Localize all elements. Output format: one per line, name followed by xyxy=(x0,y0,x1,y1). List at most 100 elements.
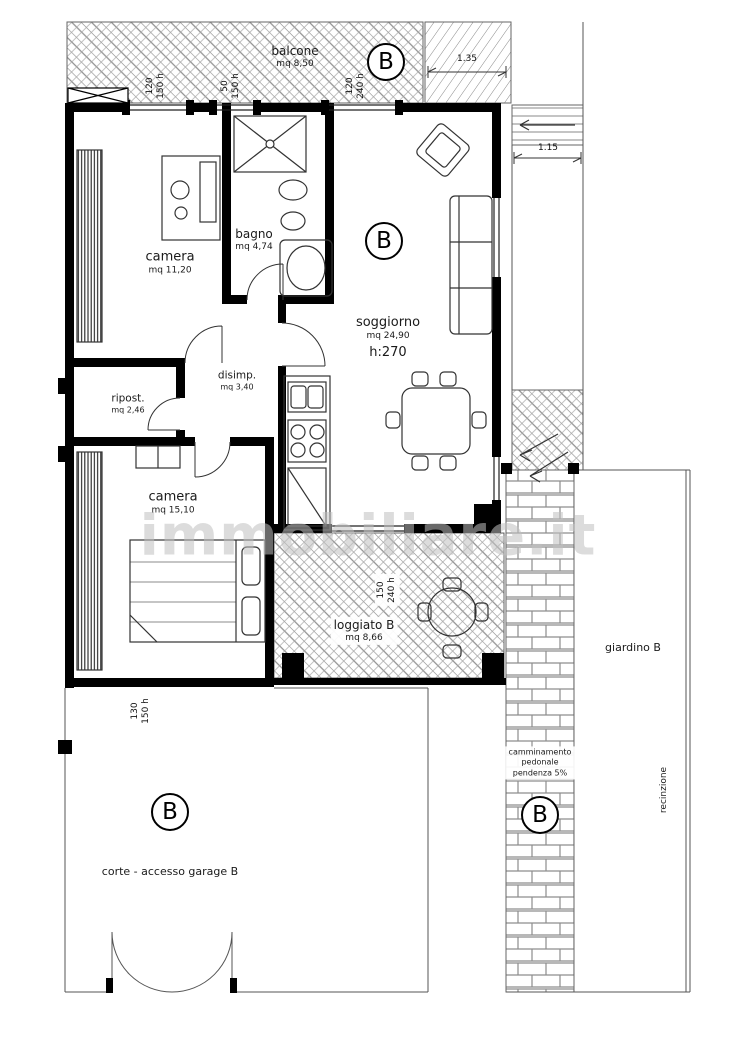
bathtub xyxy=(279,239,333,297)
window-jamb xyxy=(321,100,329,115)
giardino-name: giardino B xyxy=(605,641,661,655)
room-label-camminamento: camminamento pedonale pendenza 5% xyxy=(505,746,575,780)
windows xyxy=(130,104,500,532)
dim-stair-width: 1.15 xyxy=(537,143,559,153)
bed xyxy=(129,539,266,643)
room-label-disimp: disimp. mq 3,40 xyxy=(218,369,256,392)
dining-table xyxy=(385,371,487,471)
dim-bagno-window: 50 150 h xyxy=(220,73,243,99)
dim-camera2-window: 130 150 h xyxy=(130,698,153,724)
loggiato-name: loggiato B xyxy=(333,617,395,632)
room-label-corte: corte - accesso garage B xyxy=(102,865,238,879)
pillar xyxy=(58,446,74,462)
sink xyxy=(278,179,308,201)
pillar xyxy=(501,463,512,474)
door-balcone xyxy=(329,104,395,111)
room-label-soggiorno: soggiorno mq 24,90 h:270 xyxy=(356,315,420,361)
door-camera1 xyxy=(184,325,223,364)
stair-hatch-top xyxy=(424,21,512,104)
pillar xyxy=(58,740,72,754)
loggiato-table xyxy=(417,577,489,659)
dim-line-135 xyxy=(427,66,507,78)
room-label-giardino: giardino B xyxy=(605,641,661,655)
room-label-ripost: ripost. mq 2,46 xyxy=(111,392,144,415)
dim-height: 240 h xyxy=(387,577,397,603)
dim-balcone-door: 120 240 h xyxy=(345,73,368,99)
soggiorno-area: mq 24,90 xyxy=(366,331,410,342)
window-bagno xyxy=(217,104,253,111)
camera2-name: camera xyxy=(148,489,198,505)
sofa xyxy=(449,195,493,335)
soggiorno-height: h:270 xyxy=(369,344,407,360)
window-jamb xyxy=(209,100,217,115)
door-soggiorno xyxy=(281,322,326,367)
window-jamb xyxy=(395,100,403,115)
unit-marker-camminamento: B xyxy=(521,796,559,834)
window-jamb xyxy=(186,100,194,115)
label-recinzione: recinzione xyxy=(659,766,669,814)
door-bagno xyxy=(246,263,284,301)
dim-width: 120 xyxy=(144,77,155,95)
kitchen-block xyxy=(283,375,331,531)
shaft-box xyxy=(67,87,129,104)
dim-width: 50 xyxy=(219,80,230,92)
window-jamb xyxy=(122,100,130,115)
wardrobe-camera2 xyxy=(76,451,103,671)
window-soggiorno xyxy=(493,198,500,277)
door-giardino xyxy=(493,457,500,500)
entry-arrow-1 xyxy=(519,433,559,462)
corte-name: corte - accesso garage B xyxy=(101,865,239,879)
room-label-bagno: bagno mq 4,74 xyxy=(235,227,273,253)
camminamento-line3: pendenza 5% xyxy=(512,768,568,778)
pillar xyxy=(282,653,304,678)
dim-stair-length: 1.35 xyxy=(456,54,478,64)
pillar xyxy=(474,504,501,533)
camminamento-paving xyxy=(505,469,575,993)
desk-camera1 xyxy=(161,155,221,241)
dim-loggiato-door: 150 240 h xyxy=(374,574,400,606)
pillar xyxy=(568,463,579,474)
bidet xyxy=(280,211,306,231)
furniture xyxy=(67,87,493,671)
direction-arrows xyxy=(519,119,575,483)
balcone-name: balcone xyxy=(271,43,319,58)
room-label-loggiato: loggiato B mq 8,66 xyxy=(330,616,398,646)
ripost-area: mq 2,46 xyxy=(111,405,145,415)
bagno-name: bagno xyxy=(235,226,273,241)
balcone-area: mq 8,50 xyxy=(276,58,314,69)
camminamento-line2: pedonale xyxy=(521,757,559,767)
room-label-camera1: camera mq 11,20 xyxy=(145,249,194,277)
dim-height: 150 h xyxy=(156,73,166,99)
fence-right-double xyxy=(685,470,691,992)
pillar xyxy=(482,653,504,678)
door-ripost xyxy=(147,397,181,431)
window-camera1 xyxy=(130,104,186,111)
dresser-camera2 xyxy=(135,445,181,469)
armchair xyxy=(416,123,470,177)
room-label-camera2: camera mq 15,10 xyxy=(148,489,197,517)
window-jamb xyxy=(253,100,261,115)
garage-door-arc-left xyxy=(111,931,173,993)
dim-width: 130 xyxy=(129,702,140,720)
dim-camera1-window: 120 150 h xyxy=(145,73,168,99)
disimp-name: disimp. xyxy=(217,369,257,382)
room-label-balcone: balcone mq 8,50 xyxy=(271,44,318,70)
tile-patch-right xyxy=(511,389,584,471)
unit-marker-balcone: B xyxy=(367,43,405,81)
stair-arrow xyxy=(519,119,575,131)
dim-height: 150 h xyxy=(231,73,241,99)
camera1-name: camera xyxy=(145,249,195,265)
soggiorno-name: soggiorno xyxy=(355,315,421,331)
door-camera2 xyxy=(194,441,231,478)
site-boundaries xyxy=(64,22,691,993)
disimp-area: mq 3,40 xyxy=(220,382,254,392)
dim-height: 240 h xyxy=(356,73,366,99)
door-loggiato xyxy=(332,525,404,532)
dimension-lines xyxy=(427,66,582,164)
dim-line-115 xyxy=(513,152,582,164)
pillar xyxy=(58,378,74,394)
walls xyxy=(58,100,579,993)
unit-marker-corte: B xyxy=(151,793,189,831)
camera1-area: mq 11,20 xyxy=(148,265,192,276)
